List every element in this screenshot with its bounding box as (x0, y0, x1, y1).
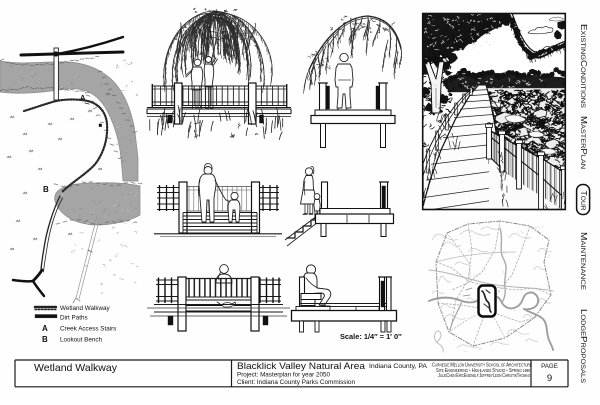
svg-text:Lookout Bench: Lookout Bench (60, 337, 103, 344)
svg-text:A: A (80, 93, 86, 102)
svg-text:9: 9 (547, 373, 552, 384)
svg-text:PAGE: PAGE (541, 363, 558, 370)
svg-text:Client: Indiana County Parks: Client: Indiana County Parks Commission (237, 379, 355, 386)
svg-text:A: A (42, 324, 48, 333)
svg-text:Wetland Walkway: Wetland Walkway (34, 362, 118, 374)
svg-text:Wetland Walkway: Wetland Walkway (60, 305, 111, 312)
svg-text:Blacklick Valley Natural Area: Blacklick Valley Natural Area (237, 361, 366, 371)
svg-text:B: B (43, 185, 49, 194)
svg-text:Scale: 1/4″ = 1′ 0″: Scale: 1/4″ = 1′ 0″ (340, 332, 402, 341)
svg-text:Dirt Paths: Dirt Paths (60, 315, 88, 322)
svg-text:Creek Access Stairs: Creek Access Stairs (60, 326, 116, 333)
svg-text:B: B (42, 335, 48, 344)
svg-text:Indiana County, PA: Indiana County, PA (369, 363, 428, 370)
svg-text:Project: Masterplan for year: Project: Masterplan for year 2050 (237, 372, 330, 379)
